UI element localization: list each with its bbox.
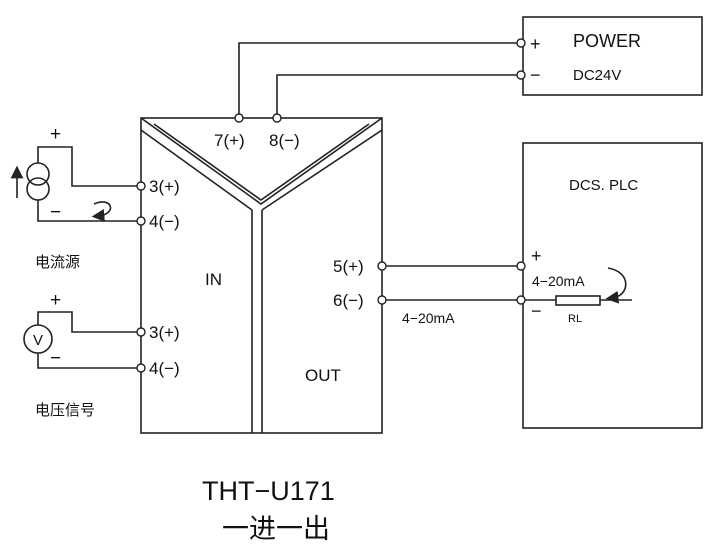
voltage-source-label: 电压信号 <box>35 401 95 419</box>
power-minus-sign: − <box>530 65 541 85</box>
dcs-plus-terminal <box>516 261 526 271</box>
current-source-circle-top <box>26 162 50 186</box>
terminal-5-label: 5(+) <box>333 257 364 276</box>
load-resistor <box>555 295 601 306</box>
terminal-4-current-node <box>136 216 146 226</box>
terminal-4-voltage-label: 4(−) <box>149 359 180 378</box>
current-source-circle-bottom <box>26 177 50 201</box>
power-plus-sign: + <box>530 34 541 54</box>
current-source-positive-wire <box>37 146 137 187</box>
power-title: POWER <box>573 31 641 51</box>
terminal-7-label: 7(+) <box>214 131 245 150</box>
voltage-source-negative-wire <box>37 353 137 369</box>
current-source-plus-sign: + <box>50 124 61 145</box>
module-divider-diag-right <box>261 129 383 211</box>
dcs-plc: DCS. PLC + − 4−20mA RL <box>516 142 703 429</box>
voltage-source-minus-sign: − <box>50 348 61 369</box>
terminal-3-voltage-label: 3(+) <box>149 323 180 342</box>
dcs-minus-sign: − <box>531 301 542 321</box>
power-positive-wire <box>238 42 521 118</box>
terminal-5-node <box>377 261 387 271</box>
terminal-8-label: 8(−) <box>269 131 300 150</box>
dcs-box <box>522 142 703 429</box>
power-supply-box <box>522 16 703 96</box>
terminal-6-label: 6(−) <box>333 291 364 310</box>
voltmeter-circle <box>23 324 53 354</box>
dcs-loop-arrow-icon <box>605 267 627 304</box>
terminal-4-voltage-node <box>136 363 146 373</box>
module-divider-top <box>140 117 383 205</box>
current-source: + − 电流源 <box>10 124 137 271</box>
isolator-module: IN OUT 7(+) 8(−) 3(+) 4(−) 3(+) 4(−) 5(+… <box>136 113 387 434</box>
power-voltage: DC24V <box>573 67 621 84</box>
module-divider-top-inner <box>153 123 370 201</box>
power-negative-wire <box>276 74 521 118</box>
module-out-label: OUT <box>305 366 341 385</box>
voltage-source: V + − 电压信号 <box>23 290 137 419</box>
model-code: THT−U171 <box>202 476 335 506</box>
terminal-3-current-label: 3(+) <box>149 177 180 196</box>
voltage-source-positive-wire <box>37 311 137 333</box>
current-loop-arrow-icon <box>91 201 112 222</box>
voltage-source-plus-sign: + <box>50 290 61 311</box>
current-source-label: 电流源 <box>35 253 80 271</box>
power-minus-terminal <box>516 70 526 80</box>
power-supply: POWER DC24V + − <box>522 16 703 96</box>
terminal-3-current-node <box>136 181 146 191</box>
module-divider-diag-left <box>140 129 253 211</box>
terminal-3-voltage-node <box>136 327 146 337</box>
dcs-loop-current-label: 4−20mA <box>532 273 585 289</box>
module-in-label: IN <box>205 270 222 289</box>
terminal-7-node <box>234 113 244 123</box>
dcs-title: DCS. PLC <box>569 177 638 194</box>
load-resistor-label: RL <box>568 313 582 325</box>
dcs-plus-sign: + <box>531 246 542 266</box>
terminal-6-node <box>377 295 387 305</box>
terminal-4-current-label: 4(−) <box>149 212 180 231</box>
voltmeter-symbol: V <box>33 332 43 349</box>
current-source-minus-sign: − <box>50 202 61 223</box>
model-description: 一进一出 <box>222 514 330 545</box>
output-current-label: 4−20mA <box>402 310 455 326</box>
terminal-8-node <box>272 113 282 123</box>
dcs-minus-terminal <box>516 295 526 305</box>
power-plus-terminal <box>516 38 526 48</box>
